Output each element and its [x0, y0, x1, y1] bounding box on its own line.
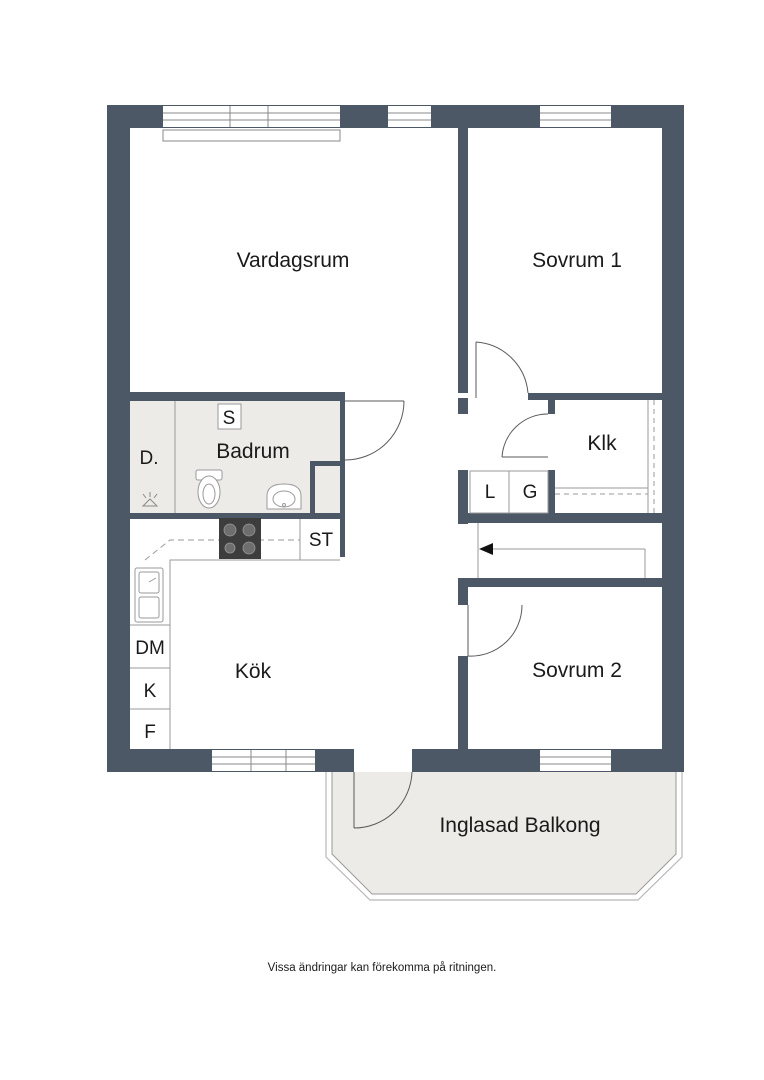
fixture-label-d: D.: [140, 448, 159, 469]
door-swing-icon: [467, 604, 523, 657]
fixture-label-dm: DM: [135, 638, 165, 659]
door-swing-icon: [344, 400, 405, 461]
fixture-label-st: ST: [309, 530, 334, 551]
sink-icon: [266, 483, 302, 510]
fixture-label-l: L: [485, 482, 496, 503]
stove-icon: [219, 518, 261, 559]
room-label-balkong: Inglasad Balkong: [439, 814, 600, 837]
lamp-icon: [141, 492, 159, 507]
fixture-label-s: S: [223, 408, 236, 429]
closets: [469, 470, 549, 514]
footer-note: Vissa ändringar kan förekomma på ritning…: [267, 962, 497, 974]
arrow-left-icon: [479, 543, 493, 555]
windows: [162, 106, 611, 772]
room-label-sovrum1: Sovrum 1: [532, 249, 622, 272]
kitchen-fixtures: [130, 518, 340, 749]
bathroom-fixtures: [141, 401, 302, 513]
doors: [344, 341, 549, 829]
room-label-klk: Klk: [587, 432, 617, 455]
klk-shelves: [555, 400, 655, 513]
hall-wardrobe: [477, 523, 646, 578]
double-sink-icon: [134, 567, 164, 623]
room-label-kok: Kök: [235, 660, 272, 683]
interior-walls: [130, 128, 662, 749]
door-swing-icon: [353, 771, 413, 829]
door-swing-icon: [501, 413, 549, 458]
room-label-sovrum2: Sovrum 2: [532, 659, 622, 682]
fixture-label-k: K: [144, 681, 157, 702]
room-label-badrum: Badrum: [216, 440, 290, 463]
door-swing-icon: [475, 341, 529, 398]
fixture-label-g: G: [523, 482, 538, 503]
fixture-label-f: F: [144, 722, 156, 743]
room-label-vardagsrum: Vardagsrum: [237, 249, 350, 272]
toilet-icon: [195, 469, 223, 509]
